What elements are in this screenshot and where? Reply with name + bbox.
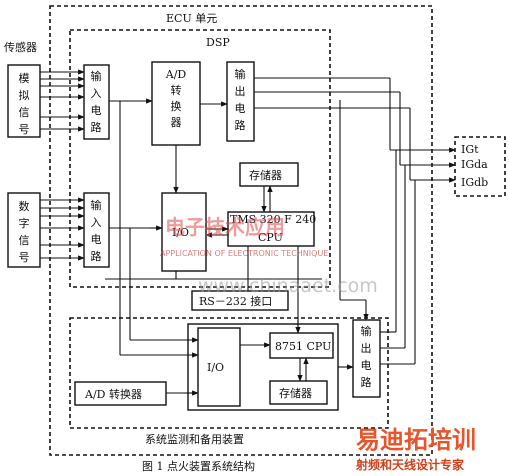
svg-text:输: 输 — [361, 324, 372, 338]
io-1-box — [161, 192, 207, 272]
igdb-label: IGdb — [461, 176, 488, 189]
cpu-8751-label: 8751 CPU — [275, 340, 331, 353]
storage-1-label: 存储器 — [249, 168, 282, 182]
figure-caption: 图 1 点火装置系统结构 — [142, 459, 255, 473]
svg-text:电: 电 — [91, 104, 102, 117]
rs232-box — [191, 290, 289, 311]
svg-text:电: 电 — [91, 233, 102, 246]
svg-text:信: 信 — [19, 106, 30, 119]
svg-text:换: 换 — [171, 99, 182, 113]
svg-text:路: 路 — [361, 376, 372, 389]
svg-text:路: 路 — [91, 250, 102, 263]
analog-signal-box — [7, 64, 41, 138]
svg-text:转: 转 — [171, 83, 182, 97]
svg-text:模: 模 — [19, 72, 30, 85]
svg-text:号: 号 — [19, 251, 30, 264]
brand-sub: 射频和天线设计专家 — [355, 457, 465, 472]
monitor-label: 系统监测和备用装置 — [145, 432, 244, 446]
watermark-en-title: APPLICATION OF ELECTRONIC TECHNIQUE — [160, 249, 328, 258]
svg-text:入: 入 — [91, 216, 102, 229]
svg-text:输: 输 — [235, 67, 246, 81]
io-1-label: I/O — [172, 226, 189, 239]
watermark: 电子技术应用 APPLICATION OF ELECTRONIC TECHNIQ… — [160, 215, 476, 472]
svg-text:路: 路 — [91, 121, 102, 134]
svg-text:A/D: A/D — [165, 68, 187, 81]
io-2-box — [197, 327, 241, 407]
svg-text:出: 出 — [361, 341, 372, 355]
dsp-boundary — [69, 29, 331, 288]
storage-2-label: 存储器 — [279, 386, 312, 400]
tms-cpu-label-1: TMS 320 F 240 — [230, 213, 316, 226]
svg-text:拟: 拟 — [19, 88, 30, 102]
brand-main: 易迪拓培训 — [356, 426, 476, 454]
svg-text:输: 输 — [91, 69, 102, 83]
svg-text:器: 器 — [171, 116, 182, 129]
sensor-label: 传感器 — [4, 41, 37, 54]
svg-text:信: 信 — [19, 234, 30, 247]
svg-text:输: 输 — [91, 198, 102, 212]
ig-output-boundary — [454, 136, 506, 197]
igt-label: IGt — [461, 143, 479, 156]
dsp-label: DSP — [206, 36, 230, 49]
output-circuit-2-box — [352, 319, 381, 398]
svg-text:数: 数 — [19, 200, 30, 213]
ecu-label: ECU 单元 — [166, 12, 217, 25]
ad-converter-mon-label: A/D 转换器 — [84, 387, 142, 401]
svg-text:字: 字 — [19, 216, 30, 230]
tms-cpu-box — [227, 211, 315, 247]
monitor-boundary — [69, 317, 389, 429]
tms-cpu-label-2: CPU — [258, 231, 283, 244]
watermark-cn-title: 电子技术应用 — [165, 215, 285, 239]
svg-text:号: 号 — [19, 123, 30, 136]
svg-text:出: 出 — [235, 84, 246, 98]
ecu-boundary — [49, 5, 433, 456]
svg-text:路: 路 — [235, 119, 246, 132]
input-circuit-1-box — [83, 64, 110, 140]
igda-label: IGda — [461, 158, 488, 171]
ad-converter-dsp-label: A/D 转换器 — [165, 68, 187, 129]
digital-signal-box — [7, 192, 41, 268]
rs232-label: RS－232 接口 — [199, 295, 272, 308]
io-2-label: I/O — [207, 361, 224, 374]
svg-text:入: 入 — [91, 87, 102, 100]
watermark-site: www.chinaaet.com — [198, 275, 378, 297]
svg-text:电: 电 — [235, 102, 246, 115]
svg-text:电: 电 — [361, 359, 372, 372]
